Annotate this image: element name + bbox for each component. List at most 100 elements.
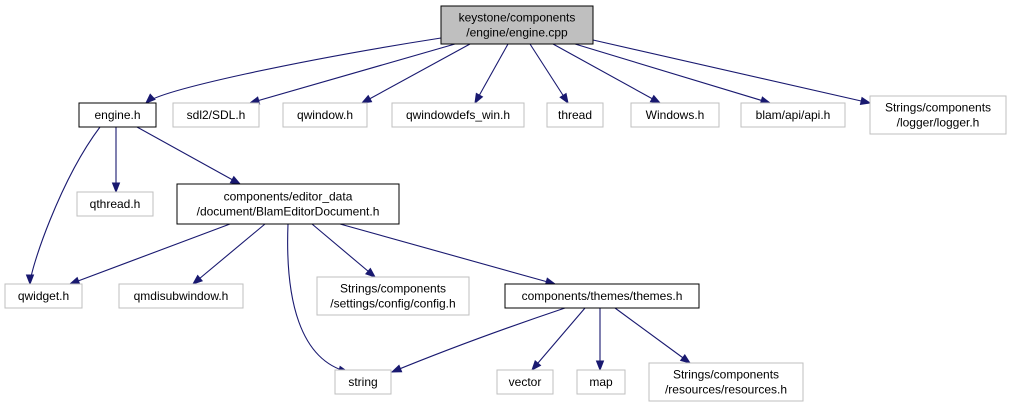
node-label: Strings/components xyxy=(673,368,779,382)
node-vector: vector xyxy=(496,369,554,395)
arrowhead xyxy=(191,274,204,285)
edge-engine_h-to-qwidget xyxy=(25,126,101,286)
node-label: sdl2/SDL.h xyxy=(187,108,246,122)
node-box xyxy=(648,362,804,402)
edge-blameditor-to-config xyxy=(311,223,377,278)
arrowhead xyxy=(531,360,542,372)
edge-line xyxy=(391,307,566,373)
node-api: blam/api/api.h xyxy=(740,102,846,128)
edge-engine_cpp-to-qwindowdefs xyxy=(474,43,509,105)
node-logger: Strings/components/logger/logger.h xyxy=(869,95,1007,135)
edge-themes-to-map xyxy=(595,308,605,372)
edge-engine_cpp-to-qwindow xyxy=(360,43,471,104)
arrowhead xyxy=(360,94,373,104)
edge-engine_cpp-to-engine_h xyxy=(144,37,442,104)
arrowhead xyxy=(144,93,156,104)
edge-themes-to-string xyxy=(390,307,566,373)
node-label: /document/BlamEditorDocument.h xyxy=(197,205,380,219)
node-label: Strings/components xyxy=(340,282,446,296)
node-box xyxy=(334,369,392,395)
edge-line xyxy=(614,307,691,364)
node-label: qwindow.h xyxy=(297,108,353,122)
node-box xyxy=(576,369,626,395)
node-label: Strings/components xyxy=(885,101,991,115)
edge-line xyxy=(136,126,241,185)
arrowhead xyxy=(595,360,605,372)
arrowhead xyxy=(390,364,403,373)
node-box xyxy=(176,183,400,225)
edge-line xyxy=(192,223,266,285)
arrowhead xyxy=(68,276,81,285)
node-box xyxy=(630,102,720,128)
node-label: engine.h xyxy=(94,108,140,122)
node-engine_cpp: keystone/components/engine/engine.cpp xyxy=(440,5,594,45)
nodes-layer: keystone/components/engine/engine.cpp eng… xyxy=(4,5,1007,402)
node-resources: Strings/components/resources/resources.h xyxy=(648,362,804,402)
edge-line xyxy=(287,223,349,373)
arrowhead xyxy=(365,267,377,278)
node-label: qwindowdefs_win.h xyxy=(406,108,510,122)
edge-engine_h-to-blameditor xyxy=(136,126,242,185)
node-blameditor[interactable]: components/editor_data/document/BlamEdit… xyxy=(176,183,400,225)
node-label: components/themes/themes.h xyxy=(522,289,683,303)
node-thread: thread xyxy=(546,102,604,128)
node-box xyxy=(118,283,244,309)
node-box xyxy=(316,276,470,316)
node-label: components/editor_data xyxy=(224,190,353,204)
edge-line xyxy=(249,43,456,104)
edge-themes-to-resources xyxy=(614,307,692,364)
node-label: /logger/logger.h xyxy=(897,116,980,130)
edge-line xyxy=(592,39,871,104)
edge-engine_cpp-to-sdl xyxy=(248,43,456,105)
node-qthread: qthread.h xyxy=(76,191,154,217)
edge-line xyxy=(361,43,471,104)
edge-line xyxy=(339,223,556,285)
edge-line xyxy=(531,307,586,371)
node-box xyxy=(504,283,700,309)
edge-engine_cpp-to-logger xyxy=(592,39,872,106)
edge-line xyxy=(552,43,661,104)
node-config: Strings/components/settings/config/confi… xyxy=(316,276,470,316)
edges-layer xyxy=(25,37,872,374)
node-label: qmdisubwindow.h xyxy=(134,289,229,303)
edge-line xyxy=(474,43,509,104)
arrowhead xyxy=(679,353,692,364)
node-engine_h[interactable]: engine.h xyxy=(78,102,157,128)
node-box xyxy=(282,102,368,128)
arrowhead xyxy=(111,182,121,194)
node-themes[interactable]: components/themes/themes.h xyxy=(504,283,700,309)
node-label: qthread.h xyxy=(90,197,141,211)
node-qwindow: qwindow.h xyxy=(282,102,368,128)
arrowhead xyxy=(649,94,662,104)
node-label: blam/api/api.h xyxy=(756,108,831,122)
arrowhead xyxy=(25,274,35,286)
arrowhead xyxy=(229,175,242,185)
node-box xyxy=(740,102,846,128)
edge-engine_cpp-to-windows xyxy=(552,43,662,104)
node-label: thread xyxy=(558,108,592,122)
node-box xyxy=(546,102,604,128)
edge-blameditor-to-qwidget xyxy=(68,223,231,285)
node-label: keystone/components xyxy=(459,11,576,25)
edge-engine_cpp-to-thread xyxy=(529,43,569,105)
arrowhead xyxy=(474,92,484,105)
node-box xyxy=(78,102,157,128)
node-qwindowdefs: qwindowdefs_win.h xyxy=(391,102,525,128)
node-label: string xyxy=(348,375,377,389)
node-label: qwidget.h xyxy=(18,289,69,303)
node-label: map xyxy=(589,375,613,389)
node-label: Windows.h xyxy=(646,108,705,122)
node-box xyxy=(76,191,154,217)
node-box xyxy=(4,283,83,309)
node-box xyxy=(172,102,260,128)
edge-engine_h-to-qthread xyxy=(111,127,121,194)
node-sdl: sdl2/SDL.h xyxy=(172,102,260,128)
node-label: /engine/engine.cpp xyxy=(466,26,568,40)
edge-line xyxy=(574,43,771,104)
arrowhead xyxy=(559,92,569,105)
node-box xyxy=(496,369,554,395)
node-label: vector xyxy=(509,375,542,389)
arrowhead xyxy=(859,96,872,106)
node-string: string xyxy=(334,369,392,395)
